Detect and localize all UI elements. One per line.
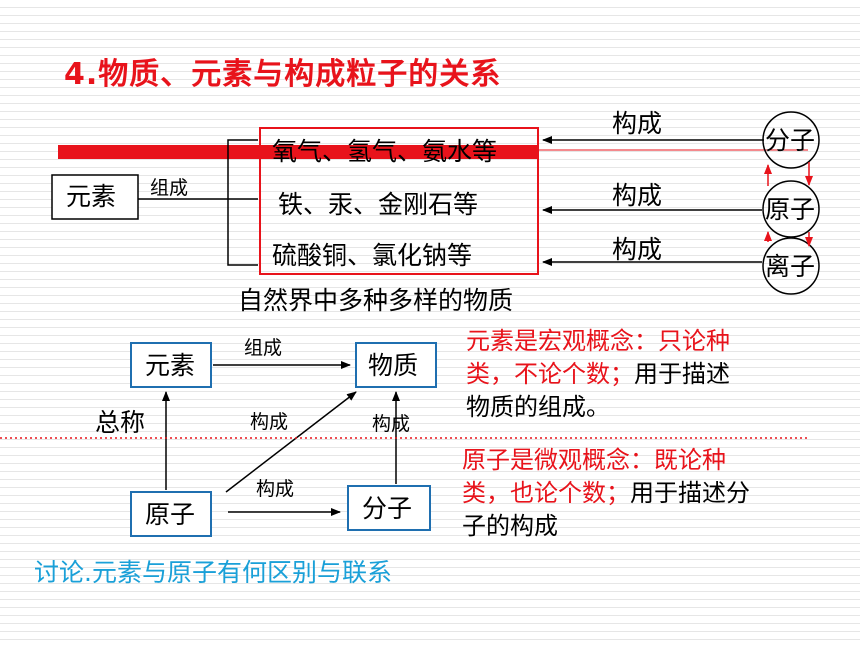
top-element-box [51, 174, 139, 220]
substance-box [355, 342, 437, 388]
atom-note-red: 原子是微观概念：既论种类，也论个数； [462, 446, 726, 507]
atom-circle [762, 180, 820, 238]
construct-label-2: 构成 [612, 181, 663, 210]
top-caption: 自然界中多种多样的物质 [238, 286, 514, 315]
discussion-text: 讨论.元素与原子有何区别与联系 [34, 558, 392, 587]
general-label: 总称 [95, 408, 146, 437]
bottom-element-box [130, 342, 212, 388]
top-element-label: 元素 [66, 182, 117, 211]
construct-label-1: 构成 [612, 109, 663, 138]
bottom-compose-label: 组成 [244, 337, 283, 359]
element-note-red: 元素是宏观概念：只论种类，不论个数； [466, 327, 730, 388]
substance-label: 物质 [368, 351, 419, 380]
element-note: 元素是宏观概念：只论种类，不论个数；用于描述物质的组成。 [466, 325, 734, 424]
substances-box [259, 127, 539, 275]
construct-label-3: 构成 [612, 235, 663, 264]
arrow-atom-to-substance-diag [225, 391, 357, 493]
substance-row-2: 铁、汞、金刚石等 [278, 190, 479, 219]
page-title: 4.物质、元素与构成粒子的关系 [64, 57, 502, 92]
construct-up-label: 构成 [372, 413, 411, 435]
atom-note: 原子是微观概念：既论种类，也论个数；用于描述分子的构成 [462, 444, 758, 543]
atom-box [130, 491, 212, 537]
top-compose-label: 组成 [150, 177, 189, 199]
element-note-black: 用于描述物质的组成。 [466, 360, 730, 421]
construct-h-label: 构成 [256, 478, 295, 500]
particle-atom: 原子 [765, 195, 816, 224]
substance-row-3: 硫酸铜、氯化钠等 [272, 241, 473, 270]
molecule-box [347, 485, 431, 531]
molecule-circle [762, 111, 820, 169]
particle-ion: 离子 [765, 252, 816, 281]
ion-circle [762, 237, 820, 295]
substance-row-1: 氧气、氢气、氨水等 [272, 137, 498, 166]
bottom-element-label: 元素 [145, 351, 196, 380]
red-bar [58, 145, 538, 159]
bracket [227, 139, 258, 266]
molecule-label: 分子 [362, 494, 413, 523]
particle-molecule: 分子 [765, 126, 816, 155]
atom-note-black: 用于描述分子的构成 [462, 479, 750, 540]
atom-label: 原子 [145, 500, 196, 529]
construct-diag-label: 构成 [250, 411, 289, 433]
